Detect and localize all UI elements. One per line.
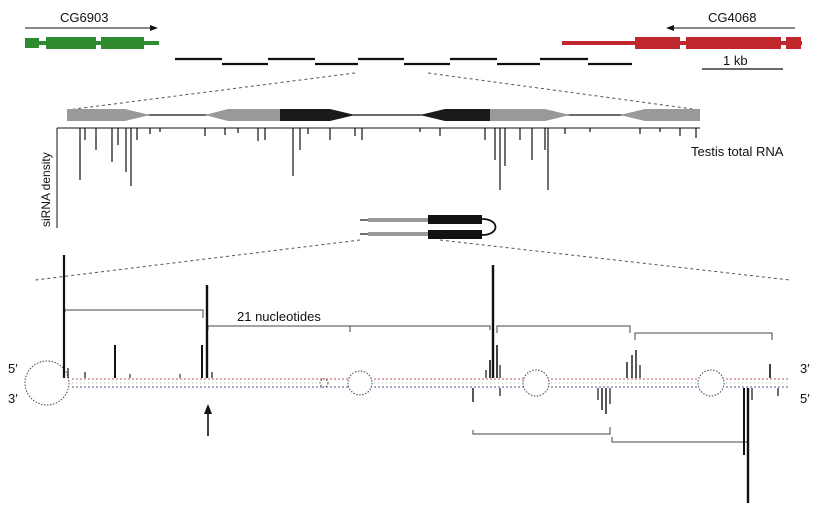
exon [686,37,781,49]
hairpin-loop [481,218,497,236]
cleavage-arrow [204,404,212,436]
gene-label-cg6903: CG6903 [60,10,108,25]
hairpin-arm-gray [368,218,428,222]
hairpin-arm-dark [428,215,482,224]
density-panel: siRNA density Testis total RNA [39,127,784,228]
hairpin-cartoon [360,215,497,239]
repeat-arm-gray [205,109,280,121]
density-y-label: siRNA density [39,152,53,227]
repeat-arm-gray [620,109,700,121]
intron [562,41,802,45]
exon [635,37,680,49]
internal-loop [319,378,329,388]
21nt-bracket [64,309,204,318]
internal-loop [697,369,725,397]
zoom-guide [34,239,361,281]
exon [25,38,39,48]
intron [39,41,159,45]
nucleotide-length-label: 21 nucleotides [237,309,321,324]
internal-loop [522,369,550,397]
hairpin-detail: 5′ 3′ 3′ 5′ 21 nucleotides [8,255,810,503]
repeat-arm-dark [280,109,355,121]
gene-cg6903: CG6903 [25,10,159,49]
21nt-bracket [207,325,351,332]
end-label-3prime-left: 3′ [8,391,18,406]
density-series-label: Testis total RNA [691,144,784,159]
repeat-arm-gray [67,109,150,121]
zoom-guide [66,72,356,111]
inverted-repeat-structure [67,109,700,121]
arrowhead-right-icon [150,25,158,31]
zoom-guide [427,72,701,111]
21nt-bracket [634,332,773,340]
genomic-fragments [175,57,632,66]
internal-loop [347,370,373,396]
end-label-5prime-right: 5′ [800,391,810,406]
21nt-bracket [496,325,631,333]
arrow-up-icon [204,404,212,414]
arrowhead-left-icon [666,25,674,31]
repeat-arm-gray [490,109,570,121]
gene-cg4068: CG4068 [562,10,802,49]
21nt-bracket [611,437,749,443]
21nt-bracket [472,427,611,435]
21nt-bracket [350,325,491,330]
exon [46,37,96,49]
hairpin-arm-dark [428,230,482,239]
repeat-arm-dark [420,109,490,121]
scale-bar: 1 kb [702,53,783,70]
end-label-5prime-left: 5′ [8,361,18,376]
gene-label-cg4068: CG4068 [708,10,756,25]
internal-loop [24,360,70,406]
hairpin-arm-gray [368,232,428,236]
zoom-guide [439,239,791,281]
scale-bar-label: 1 kb [723,53,748,68]
exon [786,37,801,49]
end-label-3prime-right: 3′ [800,361,810,376]
exon [101,37,144,49]
